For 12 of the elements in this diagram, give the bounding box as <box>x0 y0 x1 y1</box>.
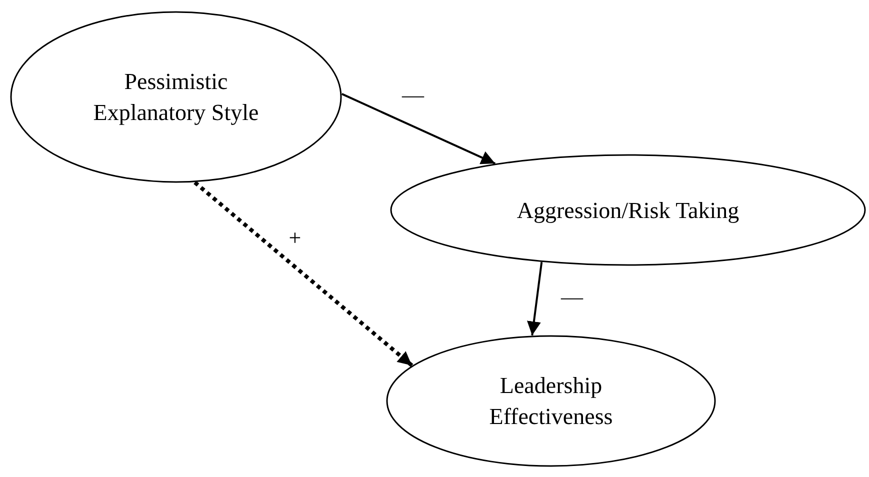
oval-node <box>390 154 866 266</box>
node-label: Pessimistic Explanatory Style <box>92 68 260 127</box>
arrow <box>194 180 414 368</box>
edge-label: + <box>288 227 302 249</box>
arrow <box>526 262 543 336</box>
node-label: Leadership Effectiveness <box>488 372 614 431</box>
node-label: Aggression/Risk Taking <box>516 196 740 225</box>
arrow <box>341 93 496 164</box>
edge-label: — <box>402 84 424 106</box>
oval-node <box>386 335 716 467</box>
oval-node <box>10 11 342 183</box>
edge-label: — <box>561 286 583 308</box>
